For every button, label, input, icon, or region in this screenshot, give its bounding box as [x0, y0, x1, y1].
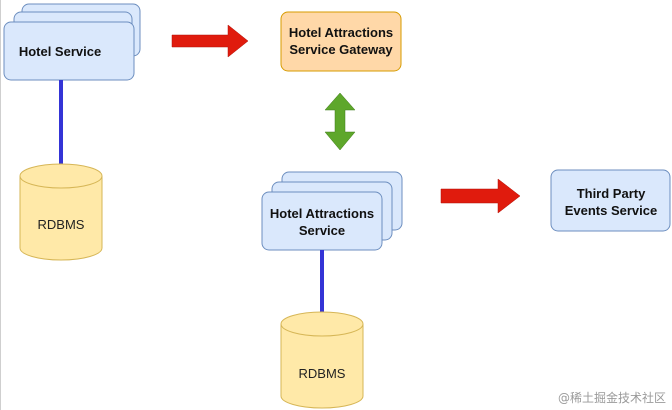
rdbms-bottom-label: RDBMS [299, 366, 346, 381]
green-bidirectional-arrow [324, 92, 356, 151]
hotel-service-label: Hotel Service [19, 44, 101, 59]
watermark-text: @稀土掘金技术社区 [558, 390, 666, 405]
third-party-node: Third Party Events Service [550, 169, 671, 232]
gateway-label-line1: Hotel Attractions [289, 25, 393, 40]
rdbms-left-cylinder: RDBMS [19, 163, 103, 261]
attractions-service-label-line2: Service [299, 223, 345, 238]
rdbms-bottom-cylinder: RDBMS [280, 311, 364, 409]
gateway-node: Hotel Attractions Service Gateway [280, 11, 402, 72]
gateway-label-line2: Service Gateway [289, 42, 393, 57]
red-arrow-to-gateway [171, 24, 249, 58]
attractions-service-node: Hotel Attractions Service [261, 171, 403, 251]
attractions-service-label-line1: Hotel Attractions [270, 206, 374, 221]
rdbms-left-label: RDBMS [38, 217, 85, 232]
third-party-label-line1: Third Party [577, 186, 646, 201]
red-arrow-to-third-party [440, 178, 521, 214]
hotel-service-node: Hotel Service [3, 3, 141, 81]
third-party-label-line2: Events Service [565, 203, 658, 218]
